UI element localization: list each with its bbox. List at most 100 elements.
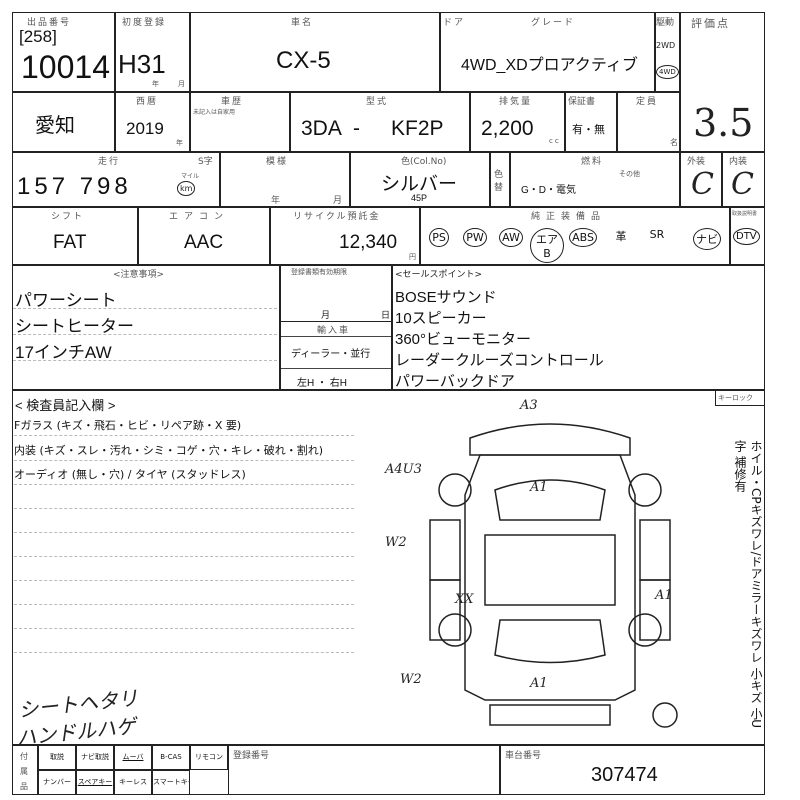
interior-cell: 内装 C <box>722 152 765 207</box>
lot-cell: 出品番号 [258] 10014 <box>12 12 115 92</box>
model-year-unit: 年 <box>176 139 185 147</box>
manual-label: 取扱説明書 <box>732 211 758 217</box>
interior-label: 内装 <box>729 157 748 167</box>
equipment-label: AW <box>499 228 523 247</box>
accessories-label: 付属品 <box>20 752 28 791</box>
date-month: 月 <box>333 196 345 206</box>
first-reg-cell: 初度登録 H31 年 月 <box>115 12 190 92</box>
keylock-label: キーロック <box>718 394 753 402</box>
registration-cell: 登録書類有効期限 月 日 輸入車 ディーラー・並行 左H ・ 右H <box>280 265 392 390</box>
pattern-cell: 模様 年 月 <box>220 152 350 207</box>
equipment-cell: 純正装備品 <box>420 207 730 265</box>
inspector-label: < 検査員記入欄 > <box>15 398 116 413</box>
warranty: 有・無 <box>572 124 605 136</box>
damage-mark: XX <box>455 592 474 607</box>
drive-label: 駆動 <box>656 18 675 28</box>
equipment-label: PW <box>463 228 487 247</box>
equipment-abs-circled: ABS <box>566 228 600 247</box>
interior-grade: C <box>731 167 754 202</box>
history-sub: 未記入は自家用 <box>193 109 236 116</box>
dtv-circled: DTV <box>733 228 760 245</box>
color-cell: 色(Col.No) シルバー 45P <box>350 152 490 207</box>
drive-cell: 駆動 2WD 4WD <box>655 12 680 92</box>
note-item: シートヒーター <box>15 317 134 336</box>
equipment-label: SR <box>649 228 665 241</box>
exterior-grade: C <box>691 167 714 202</box>
year-unit: 年 <box>152 80 161 88</box>
car-diagram <box>429 423 678 728</box>
color-label: 色(Col.No) <box>401 157 447 167</box>
equipment-ナビ-circled: ナビ <box>690 228 724 250</box>
ac-label: エアコン <box>169 212 230 222</box>
recycle-cell: リサイクル預託金 12,340 円 <box>270 207 420 265</box>
model-code: KF2P <box>391 117 444 140</box>
shift-label: シフト <box>51 212 85 222</box>
exterior-cell: 外装 C <box>680 152 722 207</box>
equipment-aw-circled: AW <box>494 228 528 247</box>
chassis-label: 車台番号 <box>505 751 542 761</box>
accessory-item: 取説 <box>38 745 76 770</box>
note-item: 17インチAW <box>15 343 112 362</box>
first-reg: H31 <box>118 49 166 79</box>
inspector-area: < 検査員記入欄 > <box>12 390 765 745</box>
sales-point: 360°ビューモニター <box>395 331 532 348</box>
model-year: 2019 <box>126 119 164 138</box>
import-label: 輸入車 <box>317 326 351 336</box>
lot-area: [258] <box>19 27 57 46</box>
grade-cell: ドア グレード 4WD_XDプロアクティブ <box>440 12 655 92</box>
equipment-label: PS <box>429 228 449 247</box>
car-name-cell: 車名 CX-5 <box>190 12 440 92</box>
grade: 4WD_XDプロアクティブ <box>461 57 638 74</box>
reg-month: 月 <box>321 311 333 321</box>
accessory-item: ムーバ <box>114 745 152 770</box>
capacity-unit: 名 <box>670 138 680 147</box>
door-label: ドア <box>443 18 466 28</box>
history-cell: 車歴 未記入は自家用 <box>190 92 290 152</box>
chassis-number: 307474 <box>591 764 658 786</box>
drive-2wd: 2WD <box>656 41 676 50</box>
equipment-label: エアB <box>530 228 564 263</box>
mileage-unit-km-circled: km <box>177 181 196 196</box>
inspector-line: オーディオ (無し・穴) / タイヤ (スタッドレス) <box>14 468 246 481</box>
accessory-item: B-CAS <box>152 745 190 770</box>
equipment-ps-circled: PS <box>422 228 456 247</box>
year-label: 西暦 <box>136 97 159 107</box>
sales-point: パワーバックドア <box>395 373 515 390</box>
month-unit: 月 <box>178 80 187 88</box>
first-reg-label: 初度登録 <box>122 18 167 28</box>
exterior-label: 外装 <box>687 157 706 167</box>
drive-4wd-circled: 4WD <box>656 65 679 79</box>
accessory-item: ナビ取説 <box>76 745 114 770</box>
accessory-item: スペアキー <box>76 770 114 795</box>
accessory-item: スマートキー <box>152 770 190 795</box>
mileage-unit-mile: マイル <box>181 173 200 180</box>
accessories-label-cell: 付属品 <box>12 745 38 795</box>
sales-point: レーダークルーズコントロール <box>395 352 604 369</box>
fuel-label: 燃料 <box>581 157 604 167</box>
equipment-エアb-circled: エアB <box>530 228 564 263</box>
side-notes: ホイル・CPキズワレ/ドアミラーキズワレ 小キズ 小U字 補修有 <box>733 440 763 729</box>
model-dash: - <box>353 117 360 140</box>
equipment-label: 革 <box>615 230 627 243</box>
damage-mark: A1 <box>655 588 673 603</box>
fuel: G・D・電気 <box>521 185 576 196</box>
year-cell: 西暦 2019 年 <box>115 92 190 152</box>
reg-label: 登録書類有効期限 <box>291 268 347 276</box>
note-item: パワーシート <box>15 291 117 310</box>
steering: 左H ・ 右H <box>297 378 347 389</box>
notes-label: <注意事項> <box>113 270 165 280</box>
pattern-label: 模様 <box>266 157 289 167</box>
displacement-unit: cc <box>549 137 561 145</box>
mileage-label: 走行 <box>98 157 121 167</box>
model-cell: 型式 3DA - KF2P <box>290 92 470 152</box>
score-label: 評価点 <box>691 17 730 30</box>
manual-cell: 取扱説明書 DTV <box>730 207 765 265</box>
ac-cell: エアコン AAC <box>138 207 270 265</box>
warranty-label: 保証書 <box>568 97 596 107</box>
model-prefix: 3DA <box>301 117 342 140</box>
damage-mark: W2 <box>400 672 422 687</box>
fuel-cell: 燃料 G・D・電気 その他 <box>510 152 680 207</box>
shift-cell: シフト FAT <box>12 207 138 265</box>
notes-cell: <注意事項> パワーシート シートヒーター 17インチAW <box>12 265 280 390</box>
model-label: 型式 <box>366 97 389 107</box>
